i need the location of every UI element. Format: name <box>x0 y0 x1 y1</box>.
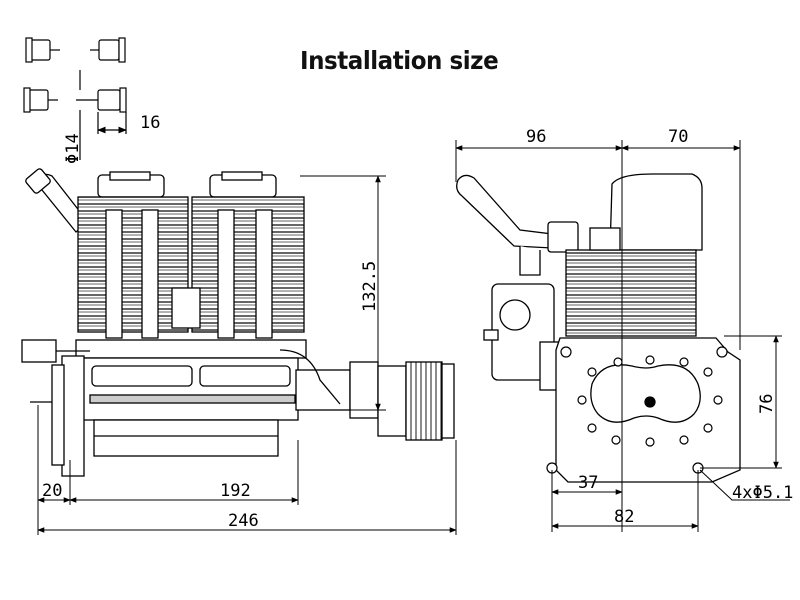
dim-70: 70 <box>668 127 688 147</box>
dim-20: 20 <box>42 481 62 501</box>
engine-side-view <box>456 173 741 483</box>
dim-phi14: Φ14 <box>63 133 83 164</box>
dim-76: 76 <box>757 394 777 414</box>
right-dimensions <box>455 140 790 532</box>
engine-front-view <box>21 168 455 477</box>
dim-192: 192 <box>220 481 251 501</box>
page-title: Installation size <box>300 46 499 75</box>
dim-16: 16 <box>140 113 160 133</box>
fitting-symbols <box>23 37 127 160</box>
dim-holes: 4xΦ5.1 <box>732 483 793 503</box>
left-dimensions <box>37 175 457 535</box>
dim-132-5: 132.5 <box>360 261 380 312</box>
fitting-icon-2 <box>90 37 126 63</box>
dimension-labels: 16 Φ14 132.5 20 192 246 96 70 76 37 82 4… <box>42 113 793 531</box>
fitting-icon-3 <box>23 87 58 113</box>
fitting-icon-1 <box>25 37 60 63</box>
dim-246: 246 <box>228 511 259 531</box>
dim-37: 37 <box>578 473 598 493</box>
fitting-icon-4 <box>76 87 127 113</box>
dim-82: 82 <box>614 507 634 527</box>
dim-96: 96 <box>526 127 546 147</box>
